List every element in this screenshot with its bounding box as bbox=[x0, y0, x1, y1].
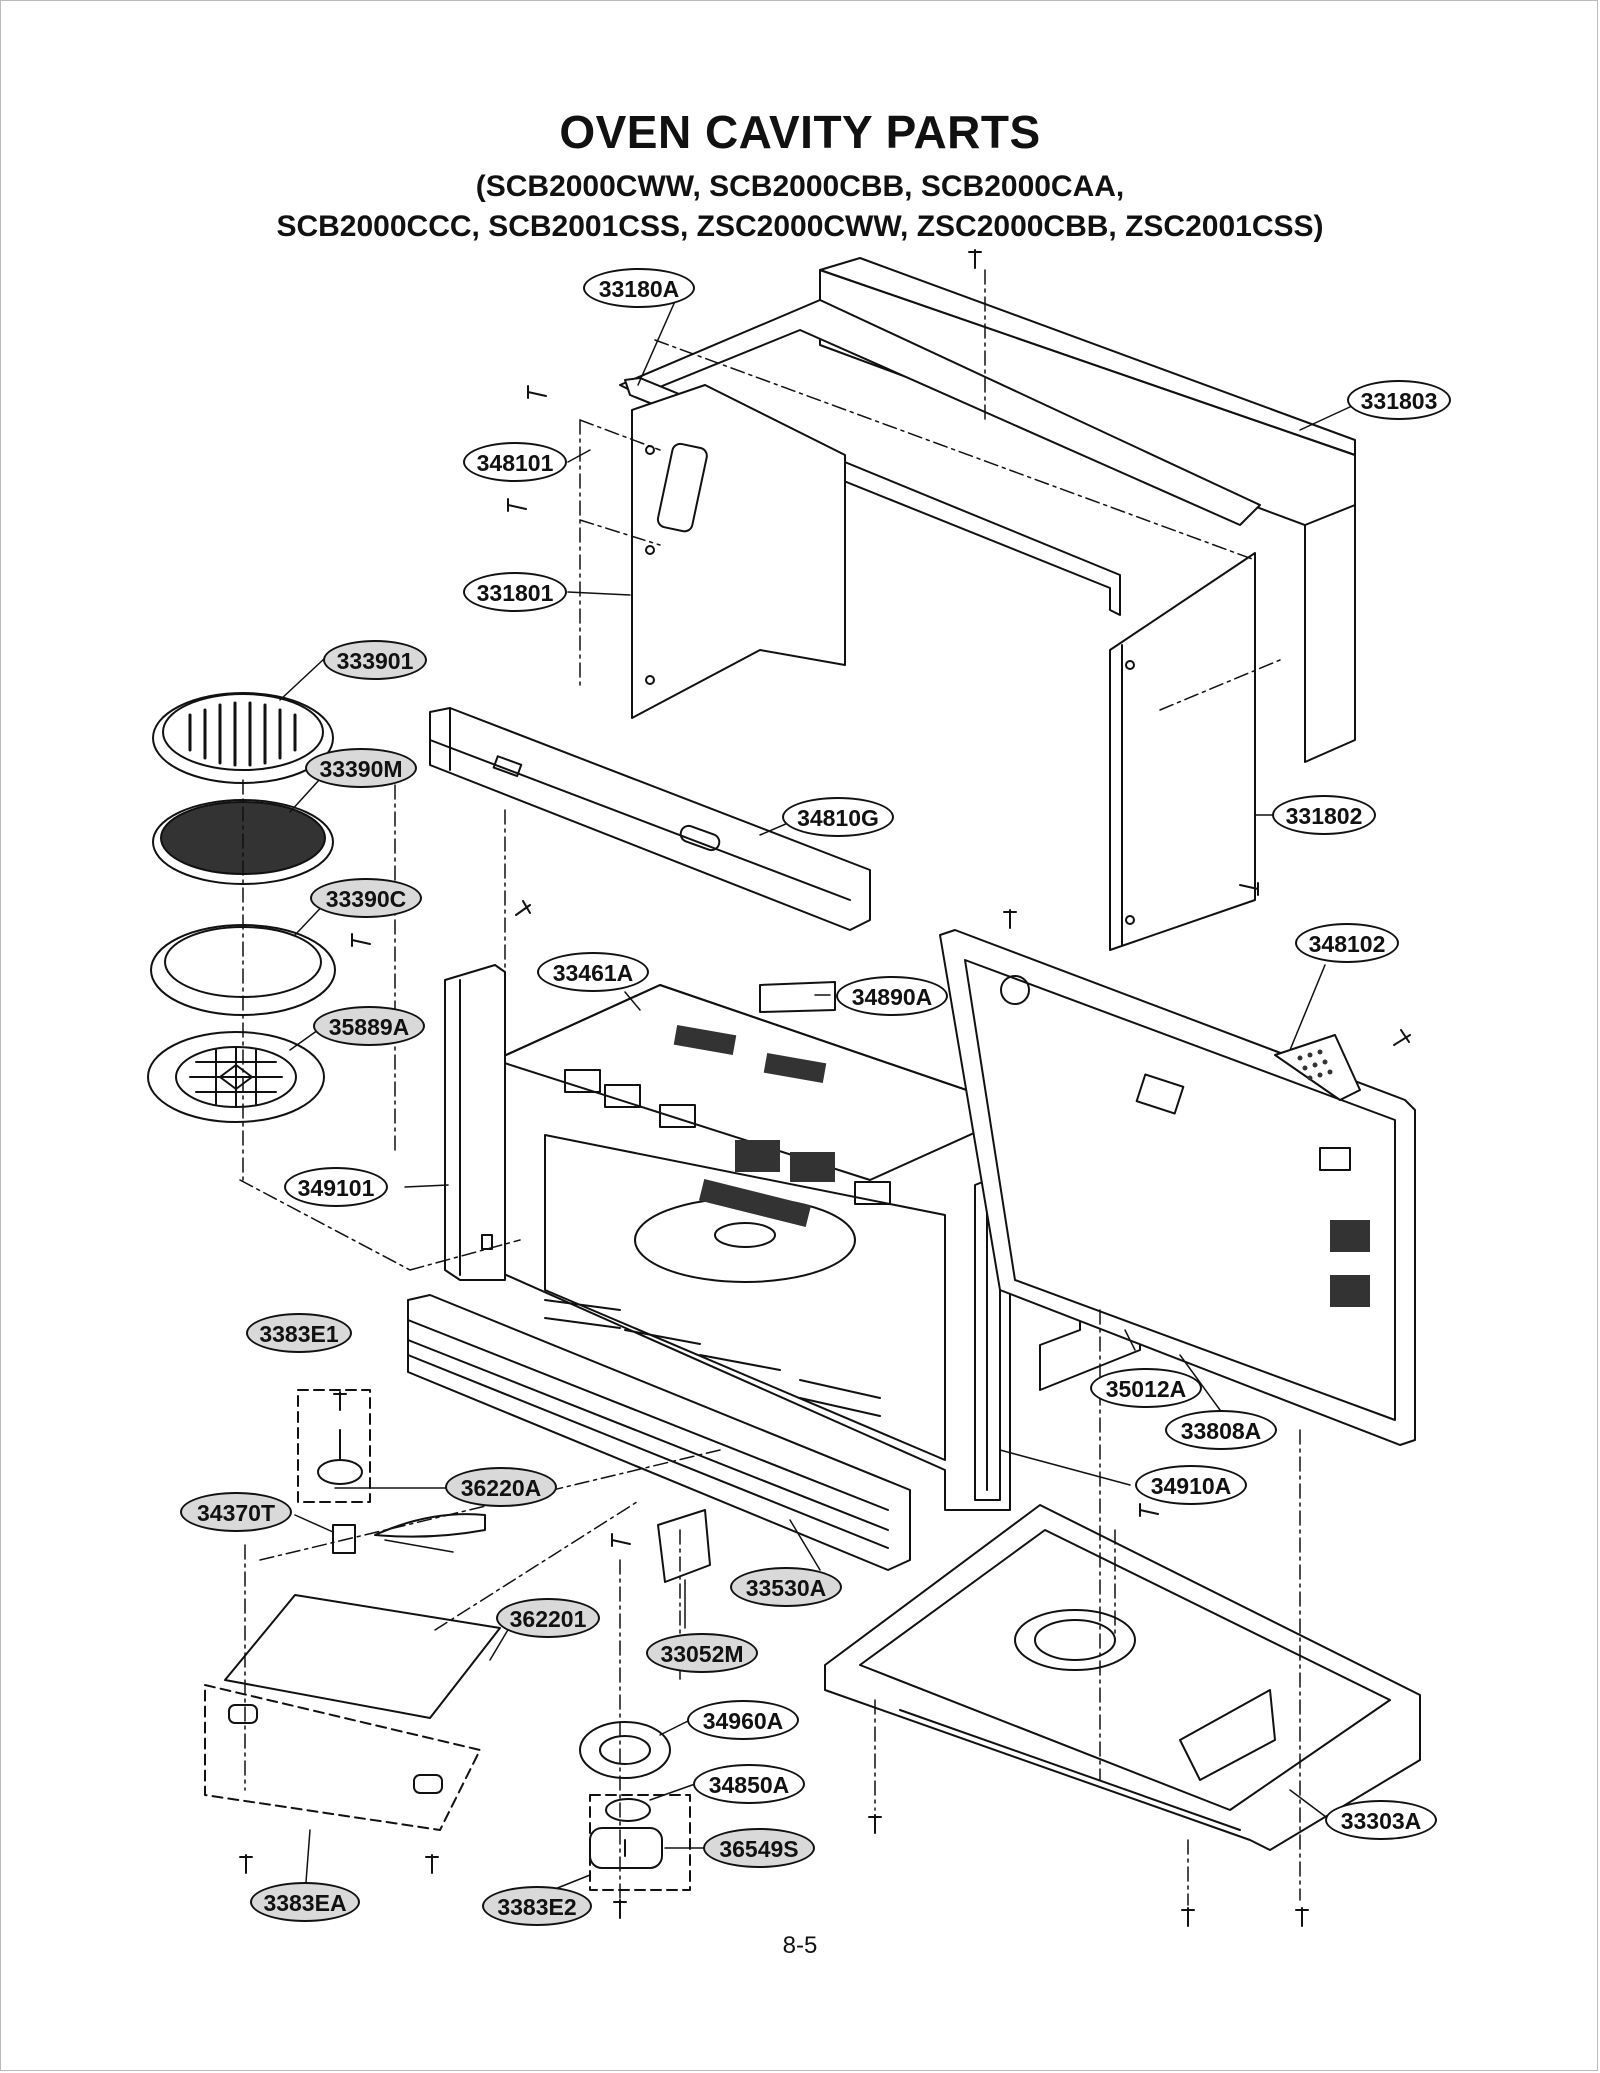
callout-34890A: 34890A bbox=[836, 976, 948, 1016]
callout-348102: 348102 bbox=[1295, 923, 1399, 963]
callout-36549S: 36549S bbox=[703, 1828, 815, 1868]
lamp-assembly-box bbox=[297, 1389, 371, 1503]
callout-34810G: 34810G bbox=[782, 797, 894, 837]
cavity-top-bracket bbox=[429, 707, 871, 931]
stirrer-shaft bbox=[332, 1524, 356, 1554]
turntable-roller-ring bbox=[147, 1031, 325, 1123]
turntable-motor-assembly bbox=[579, 1721, 671, 1869]
callout-34960A: 34960A bbox=[687, 1700, 799, 1740]
cavity-vent-slots bbox=[564, 1069, 891, 1205]
callout-34910A: 34910A bbox=[1135, 1465, 1247, 1505]
turntable-grill-rack bbox=[152, 692, 334, 784]
callout-3383E2: 3383E2 bbox=[482, 1886, 592, 1926]
model-list-line-2: SCB2000CCC, SCB2001CSS, ZSC2000CWW, ZSC2… bbox=[276, 210, 1324, 243]
callout-348101: 348101 bbox=[463, 442, 567, 482]
callout-35889A: 35889A bbox=[313, 1006, 425, 1046]
cover-sheet bbox=[224, 1594, 501, 1719]
control-frame bbox=[939, 929, 1416, 1446]
vent-grille-part bbox=[1274, 1034, 1361, 1101]
callout-3383EA: 3383EA bbox=[250, 1882, 360, 1922]
waveguide-cover bbox=[759, 981, 836, 1013]
callout-331803: 331803 bbox=[1347, 380, 1451, 420]
damper-box bbox=[204, 1684, 481, 1831]
motor-box bbox=[589, 1794, 691, 1891]
callout-362201: 362201 bbox=[496, 1598, 600, 1638]
assembly-guide-lines-top bbox=[579, 269, 1281, 901]
callout-34370T: 34370T bbox=[180, 1492, 292, 1532]
page-title: OVEN CAVITY PARTS bbox=[559, 106, 1041, 158]
callout-33390M: 33390M bbox=[305, 748, 417, 788]
callout-33303A: 33303A bbox=[1325, 1800, 1437, 1840]
base-plate bbox=[824, 1504, 1421, 1851]
callout-33180A: 33180A bbox=[583, 268, 695, 308]
front-rail bbox=[407, 1294, 911, 1571]
lamp-cover bbox=[374, 1513, 486, 1538]
callout-36220A: 36220A bbox=[445, 1467, 557, 1507]
callout-349101: 349101 bbox=[284, 1167, 388, 1207]
callout-331802: 331802 bbox=[1272, 795, 1376, 835]
lamp-socket bbox=[317, 1429, 363, 1485]
callout-3383E1: 3383E1 bbox=[246, 1313, 352, 1353]
callout-331801: 331801 bbox=[463, 572, 567, 612]
damper-pad-left bbox=[228, 1704, 258, 1724]
callout-33390C: 33390C bbox=[310, 878, 422, 918]
right-side-panel bbox=[1109, 552, 1256, 951]
damper-pad-right bbox=[413, 1774, 443, 1794]
callout-35012A: 35012A bbox=[1090, 1368, 1202, 1408]
callout-33052M: 33052M bbox=[646, 1633, 758, 1673]
callout-333901: 333901 bbox=[323, 640, 427, 680]
callout-33808A: 33808A bbox=[1165, 1410, 1277, 1450]
page-number: 8-5 bbox=[782, 1932, 818, 1959]
callout-33461A: 33461A bbox=[537, 952, 649, 992]
left-side-panel bbox=[631, 384, 846, 719]
hinge-plate bbox=[444, 964, 506, 1281]
model-list-line-1: (SCB2000CWW, SCB2000CBB, SCB2000CAA, bbox=[475, 170, 1125, 203]
screw-icons bbox=[239, 249, 1411, 1927]
callout-34850A: 34850A bbox=[693, 1764, 805, 1804]
callout-33530A: 33530A bbox=[730, 1567, 842, 1607]
sensor-plate bbox=[657, 1509, 711, 1583]
